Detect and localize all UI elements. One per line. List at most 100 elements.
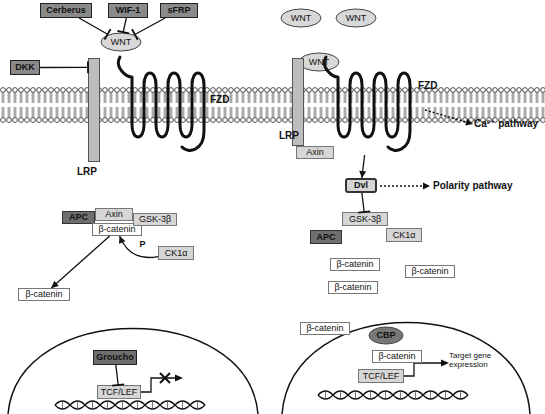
node-text: FZD <box>418 81 437 91</box>
pathway-arrow <box>425 110 466 122</box>
protein-box: GSK-3β <box>133 213 177 226</box>
arrow-head <box>441 360 449 367</box>
node-text: FZD <box>210 95 229 105</box>
node-text: APC <box>69 213 88 222</box>
node-text: LRP <box>77 167 97 177</box>
node-text: β-catenin <box>378 352 415 361</box>
wnt-ligand: WNT <box>100 32 142 52</box>
protein-box: APC <box>310 230 342 244</box>
node-text: β-catenin <box>98 225 135 234</box>
node-text: CBP <box>376 331 395 340</box>
block-cross <box>160 373 170 383</box>
connector-line <box>51 236 109 288</box>
node-text: DKK <box>15 63 35 72</box>
protein-box: CK1α <box>158 246 194 260</box>
node-text: Axin <box>105 210 123 219</box>
transcription-arrow <box>404 363 442 376</box>
node-text: GSK-3β <box>139 215 171 224</box>
annotation-label: Ca²⁺ pathway <box>474 118 538 129</box>
connector-line <box>40 67 88 68</box>
protein-box: β-catenin <box>372 350 422 363</box>
arrow-head <box>51 281 59 288</box>
antagonist-box: sFRP <box>160 3 198 18</box>
edge-label: P <box>139 240 145 249</box>
protein-box: GSK-3β <box>342 212 388 226</box>
node-text: Groucho <box>96 353 134 362</box>
receptor-outline <box>318 55 423 155</box>
node-text: TCF/LEF <box>363 372 400 381</box>
wnt-ligand: WNT <box>335 8 377 28</box>
nucleus-outline <box>282 323 530 414</box>
dna-strand <box>318 391 468 399</box>
dna-rungs <box>326 392 461 398</box>
node-text: Axin <box>306 148 324 157</box>
node-text: β-catenin <box>411 267 448 276</box>
antagonist-box: WIF-1 <box>108 3 148 18</box>
coactivator: CBP <box>368 326 404 345</box>
node-text: CK1α <box>393 231 416 240</box>
annotation-label: Target gene expression <box>449 352 505 370</box>
dna-strand <box>318 391 468 399</box>
protein-box: β-catenin <box>330 258 380 271</box>
arrow-head <box>423 183 430 190</box>
node-text: β-catenin <box>336 260 373 269</box>
transcription-factor: TCF/LEF <box>358 369 404 383</box>
connector-line <box>79 18 107 34</box>
arrow-head <box>465 119 473 126</box>
node-text: sFRP <box>167 6 190 15</box>
node-text: GSK-3β <box>349 215 381 224</box>
arrow-head <box>359 171 366 178</box>
antagonist-box: DKK <box>10 60 40 75</box>
seven-helix-path <box>324 57 410 150</box>
inhibition-connector <box>117 18 129 33</box>
activation-connector <box>119 236 158 257</box>
activation-connector <box>359 155 366 178</box>
node-text: Cerberus <box>46 6 86 15</box>
protein-box: β-catenin <box>405 265 455 278</box>
protein-box: β-catenin <box>18 288 70 301</box>
protein-box: CK1α <box>386 228 422 242</box>
inhibition-connector <box>40 61 88 73</box>
node-text: WNT <box>346 14 367 23</box>
wnt-ligand: WNT <box>280 8 322 28</box>
protein-box: Axin <box>95 208 133 221</box>
node-text: Dvl <box>354 181 368 190</box>
ellipse-shape <box>369 327 403 344</box>
cell-membrane <box>0 87 545 123</box>
annotation-label: Polarity pathway <box>433 180 512 191</box>
dna-strand <box>55 401 205 409</box>
antagonist-box: Cerberus <box>40 3 92 18</box>
connector-line <box>123 18 126 32</box>
arrow-head <box>119 236 125 244</box>
ellipse-shape <box>101 33 141 51</box>
pathway-arrow <box>380 185 423 187</box>
node-text: APC <box>316 233 335 242</box>
connector-line <box>116 365 118 385</box>
connector-line <box>362 193 364 212</box>
dna-strand <box>55 401 205 409</box>
repressor-box: Groucho <box>93 350 137 365</box>
node-text: WIF-1 <box>116 6 141 15</box>
inhibition-connector <box>358 193 370 213</box>
node-text: β-catenin <box>334 283 371 292</box>
node-text: CK1α <box>165 249 188 258</box>
transcription-arrow <box>141 378 176 392</box>
seven-helix-path <box>118 57 204 150</box>
frizzled-receptor: FZD <box>318 55 423 155</box>
lrp-receptor: LRP <box>292 58 304 146</box>
dna-rungs <box>63 402 198 408</box>
inhibition-connector <box>112 365 124 386</box>
node-text: LRP <box>279 131 299 141</box>
connector-line <box>362 155 365 178</box>
protein-box: Axin <box>296 146 334 159</box>
node-text: WNT <box>111 38 132 47</box>
node-text: β-catenin <box>306 324 343 333</box>
node-text: β-catenin <box>25 290 62 299</box>
protein-box: β-catenin <box>300 322 350 335</box>
protein-box: APC <box>62 211 95 224</box>
arrow-head <box>175 375 183 382</box>
ellipse-shape <box>336 9 376 27</box>
ellipse-shape <box>299 53 339 71</box>
node-text: TCF/LEF <box>101 388 138 397</box>
